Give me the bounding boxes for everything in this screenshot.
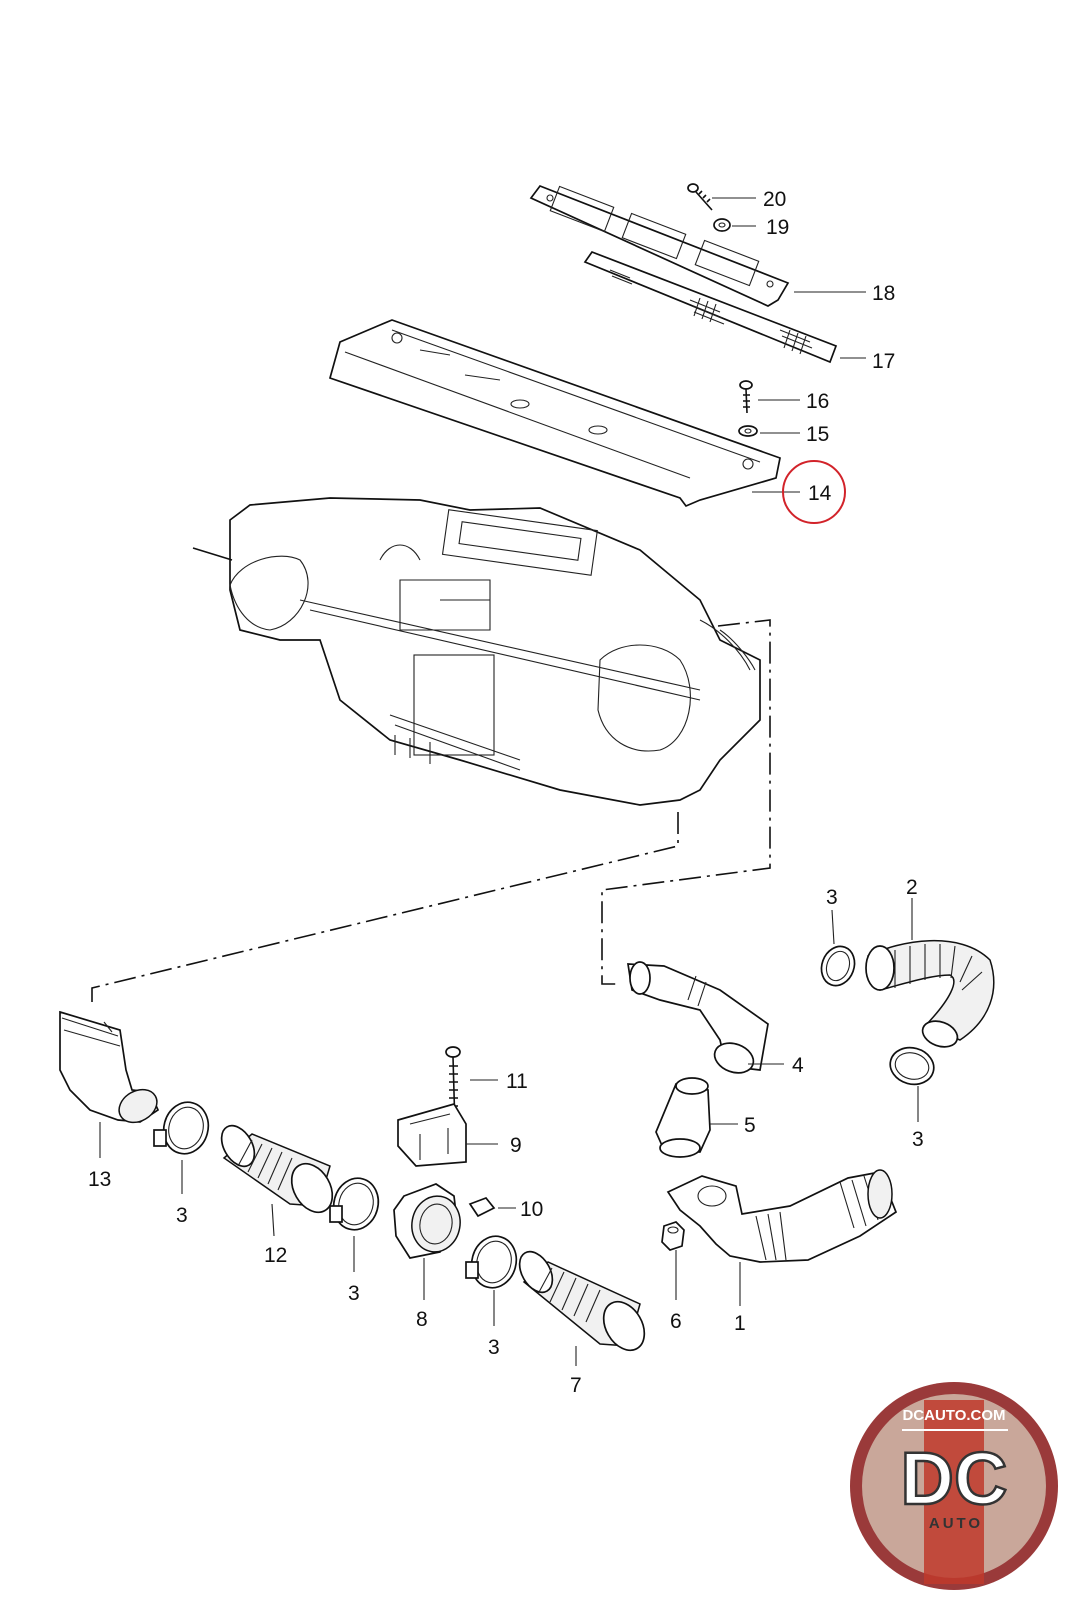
nut-part-6: [661, 1221, 685, 1251]
elbow-part-5: [655, 1077, 711, 1158]
logo-top-text: DCAUTO.COM: [902, 1407, 1005, 1424]
bracket-part-9: [397, 1103, 467, 1167]
flex-hose-part-12: [220, 1124, 334, 1214]
callout-3-a: 3: [176, 1204, 188, 1227]
main-duct-part-1: [666, 1169, 898, 1263]
callout-14: 14: [808, 482, 832, 505]
callout-14-highlight-ring: [782, 460, 846, 524]
washer-15-part: [738, 425, 758, 437]
connector-line-left: [91, 812, 679, 1006]
callout-11: 11: [506, 1070, 528, 1093]
callout-12: 12: [264, 1244, 287, 1267]
hose-clamp-mid: [465, 1235, 518, 1289]
connector-line-right: [601, 619, 771, 985]
callout-5: 5: [744, 1114, 756, 1137]
callout-13: 13: [88, 1168, 111, 1191]
logo-main-text: DC: [901, 1437, 1008, 1520]
hose-clamp-lower-right: [889, 1046, 935, 1086]
heater-housing-assembly: [192, 497, 761, 806]
callout-3-c: 3: [488, 1336, 500, 1359]
callout-3-e: 3: [912, 1128, 924, 1151]
callout-20: 20: [763, 188, 786, 211]
screw-16-part: [739, 380, 753, 414]
callout-7: 7: [570, 1374, 582, 1397]
callout-15: 15: [806, 423, 829, 446]
hose-clamp-mid-left: [329, 1177, 380, 1231]
callout-3-d: 3: [826, 886, 838, 909]
flex-hose-part-2: [865, 940, 995, 1048]
callout-19: 19: [766, 216, 789, 239]
leader-lines: [99, 197, 919, 1366]
flange-part-8: [393, 1183, 461, 1259]
hose-clamp-upper-right: [820, 945, 856, 987]
callout-4: 4: [792, 1054, 804, 1077]
clip-part-10: [468, 1196, 496, 1218]
callout-1: 1: [734, 1312, 746, 1335]
duct-part-4: [627, 961, 769, 1074]
mesh-screen-part: [583, 250, 838, 364]
screw-20-part: [687, 183, 713, 211]
callout-3-b: 3: [348, 1282, 360, 1305]
callout-17: 17: [872, 350, 895, 373]
callout-16: 16: [806, 390, 829, 413]
grille-plate-part: [529, 184, 790, 307]
air-outlet-part-13: [59, 1010, 160, 1124]
washer-19-part: [713, 218, 731, 232]
hose-clamp-left: [153, 1101, 210, 1155]
callout-6: 6: [670, 1310, 682, 1333]
callout-10: 10: [520, 1198, 543, 1221]
dcauto-logo: DCAUTO.COM DC AUTO: [850, 1382, 1058, 1590]
callout-8: 8: [416, 1308, 428, 1331]
flex-hose-part-7: [518, 1250, 646, 1352]
callout-18: 18: [872, 282, 895, 305]
callout-9: 9: [510, 1134, 522, 1157]
callout-2: 2: [906, 876, 918, 899]
logo-bottom-text: AUTO: [929, 1515, 983, 1532]
cowl-panel-part: [328, 319, 781, 508]
